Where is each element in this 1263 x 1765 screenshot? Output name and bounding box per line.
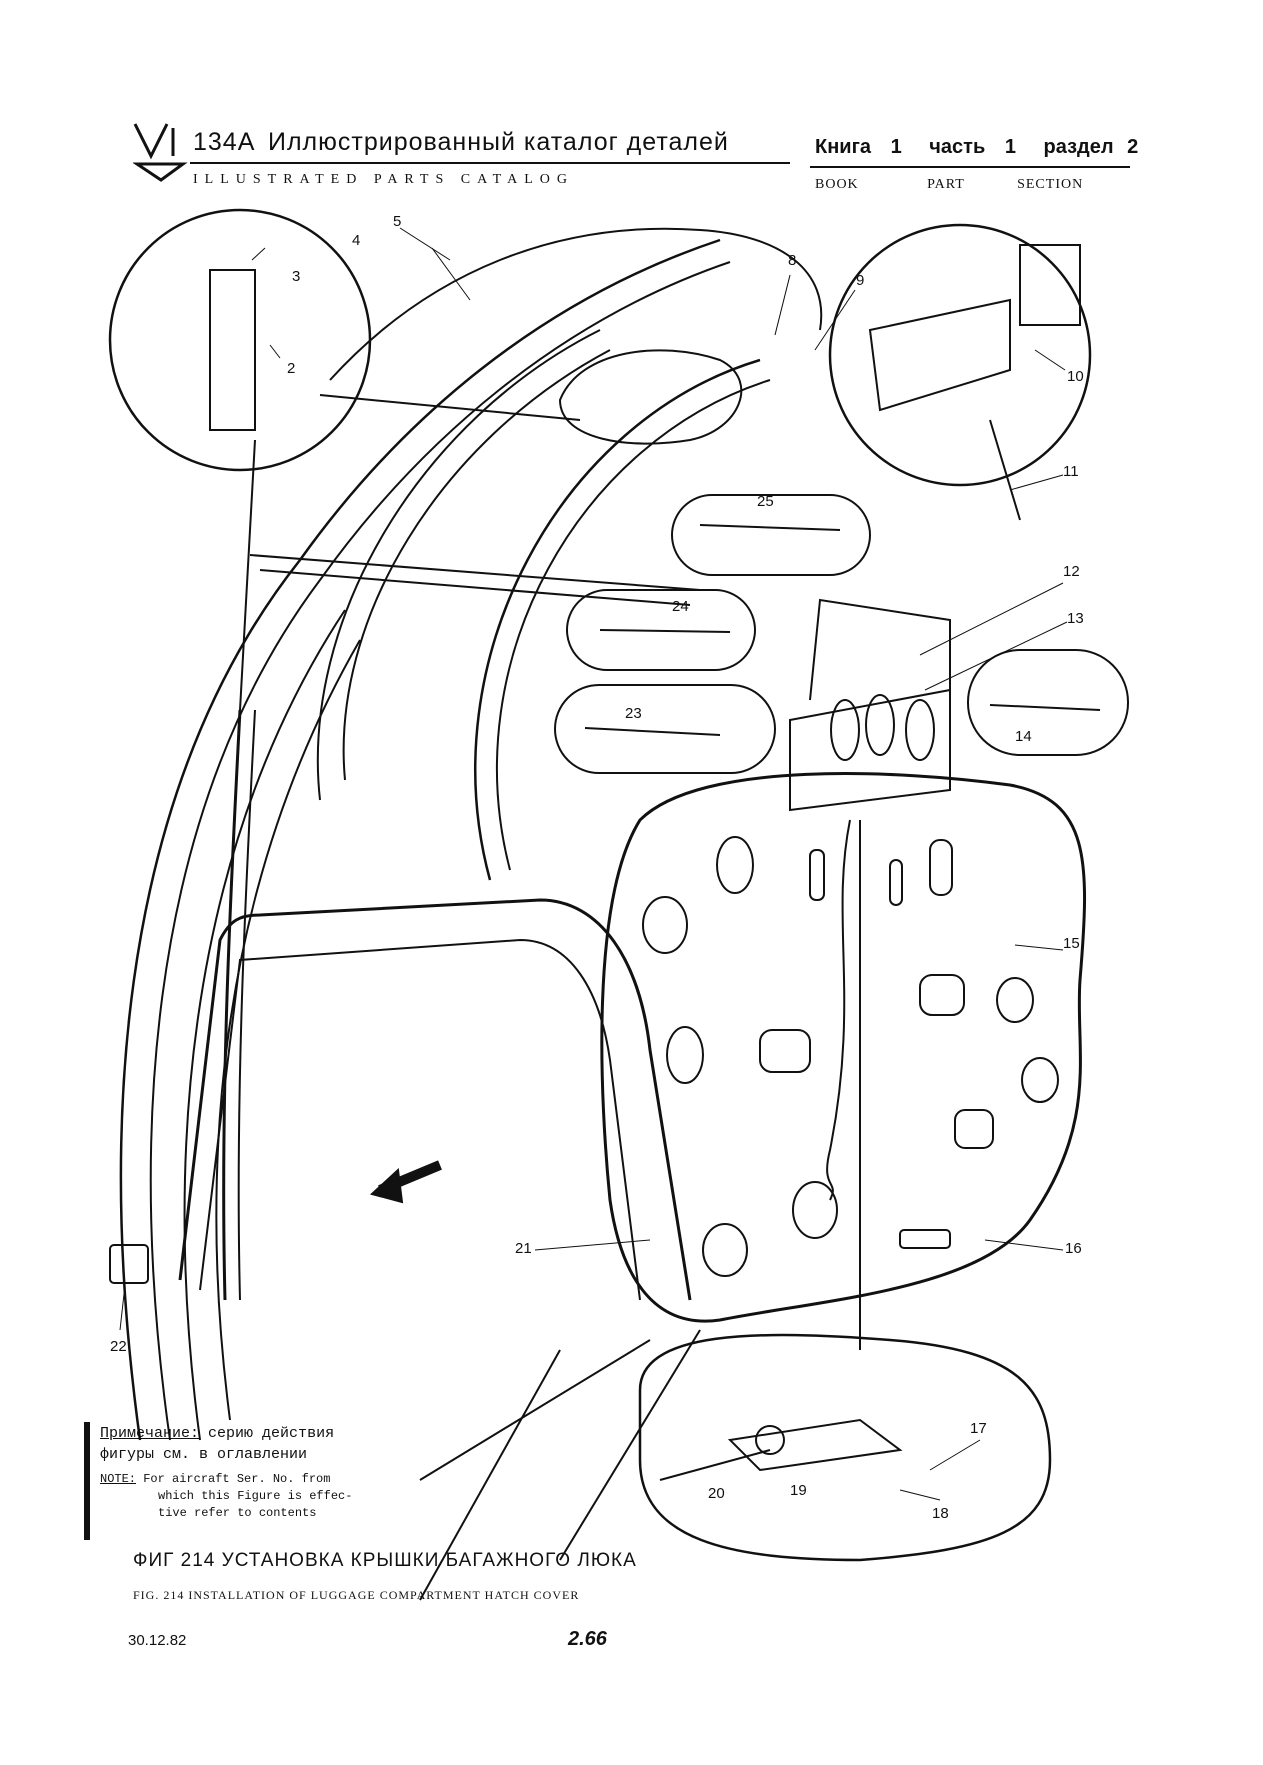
callout-16: 16 [1065, 1240, 1082, 1257]
issue-date: 30.12.82 [128, 1632, 187, 1649]
callout-13: 13 [1067, 610, 1084, 627]
note-bar [84, 1422, 90, 1540]
section-number: 2 [1127, 136, 1139, 158]
callout-11: 11 [1063, 463, 1079, 480]
note-en-line2: which this Figure is effec- [158, 1489, 353, 1503]
callout-21: 21 [515, 1240, 532, 1257]
book-label-en: BOOK [815, 177, 859, 192]
section-label-ru: раздел [1043, 136, 1114, 158]
part-label-en: PART [927, 177, 965, 192]
callout-9: 9 [856, 272, 865, 289]
part-label-ru: часть [929, 136, 986, 158]
callout-14: 14 [1015, 728, 1032, 745]
note-ru-line1: серию действия [208, 1425, 335, 1442]
callout-8: 8 [788, 252, 797, 269]
callout-15: 15 [1063, 935, 1080, 952]
callout-17: 17 [970, 1420, 987, 1437]
callout-25: 25 [757, 493, 774, 510]
callout-18: 18 [932, 1505, 949, 1522]
airline-logo [132, 120, 189, 182]
page-number: 2.66 [568, 1628, 607, 1650]
section-label-en: SECTION [1017, 177, 1084, 192]
callout-23: 23 [625, 705, 642, 722]
book-label-ru: Книга [815, 136, 872, 158]
callout-5: 5 [393, 213, 402, 230]
catalog-title-ru: Иллюстрированный каталог деталей [268, 128, 729, 156]
catalog-title-en: ILLUSTRATED PARTS CATALOG [193, 172, 574, 187]
part-number: 1 [1004, 136, 1016, 158]
callout-20: 20 [708, 1485, 725, 1502]
callout-24: 24 [672, 598, 689, 615]
callout-19: 19 [790, 1482, 807, 1499]
callout-22: 22 [110, 1338, 127, 1355]
model-number: 134A [193, 128, 256, 156]
note-label-ru: Примечание: [100, 1425, 200, 1442]
callout-10: 10 [1067, 368, 1084, 385]
note-en-line3: tive refer to contents [158, 1506, 317, 1520]
callout-4: 4 [352, 232, 361, 249]
callout-3: 3 [292, 268, 301, 285]
note-label-en: NOTE: [100, 1472, 137, 1486]
figure-caption-en: FIG. 214 INSTALLATION OF LUGGAGE COMPART… [133, 1588, 580, 1602]
note-ru-line2: фигуры см. в оглавлении [100, 1446, 308, 1463]
book-number: 1 [890, 136, 902, 158]
callout-2: 2 [287, 360, 296, 377]
note-block: Примечание: серию действия фигуры см. в … [100, 1425, 352, 1522]
note-en-line1: For aircraft Ser. No. from [143, 1472, 331, 1486]
figure-caption-ru: ФИГ 214 УСТАНОВКА КРЫШКИ БАГАЖНОГО ЛЮКА [133, 1550, 637, 1571]
callout-12: 12 [1063, 563, 1080, 580]
